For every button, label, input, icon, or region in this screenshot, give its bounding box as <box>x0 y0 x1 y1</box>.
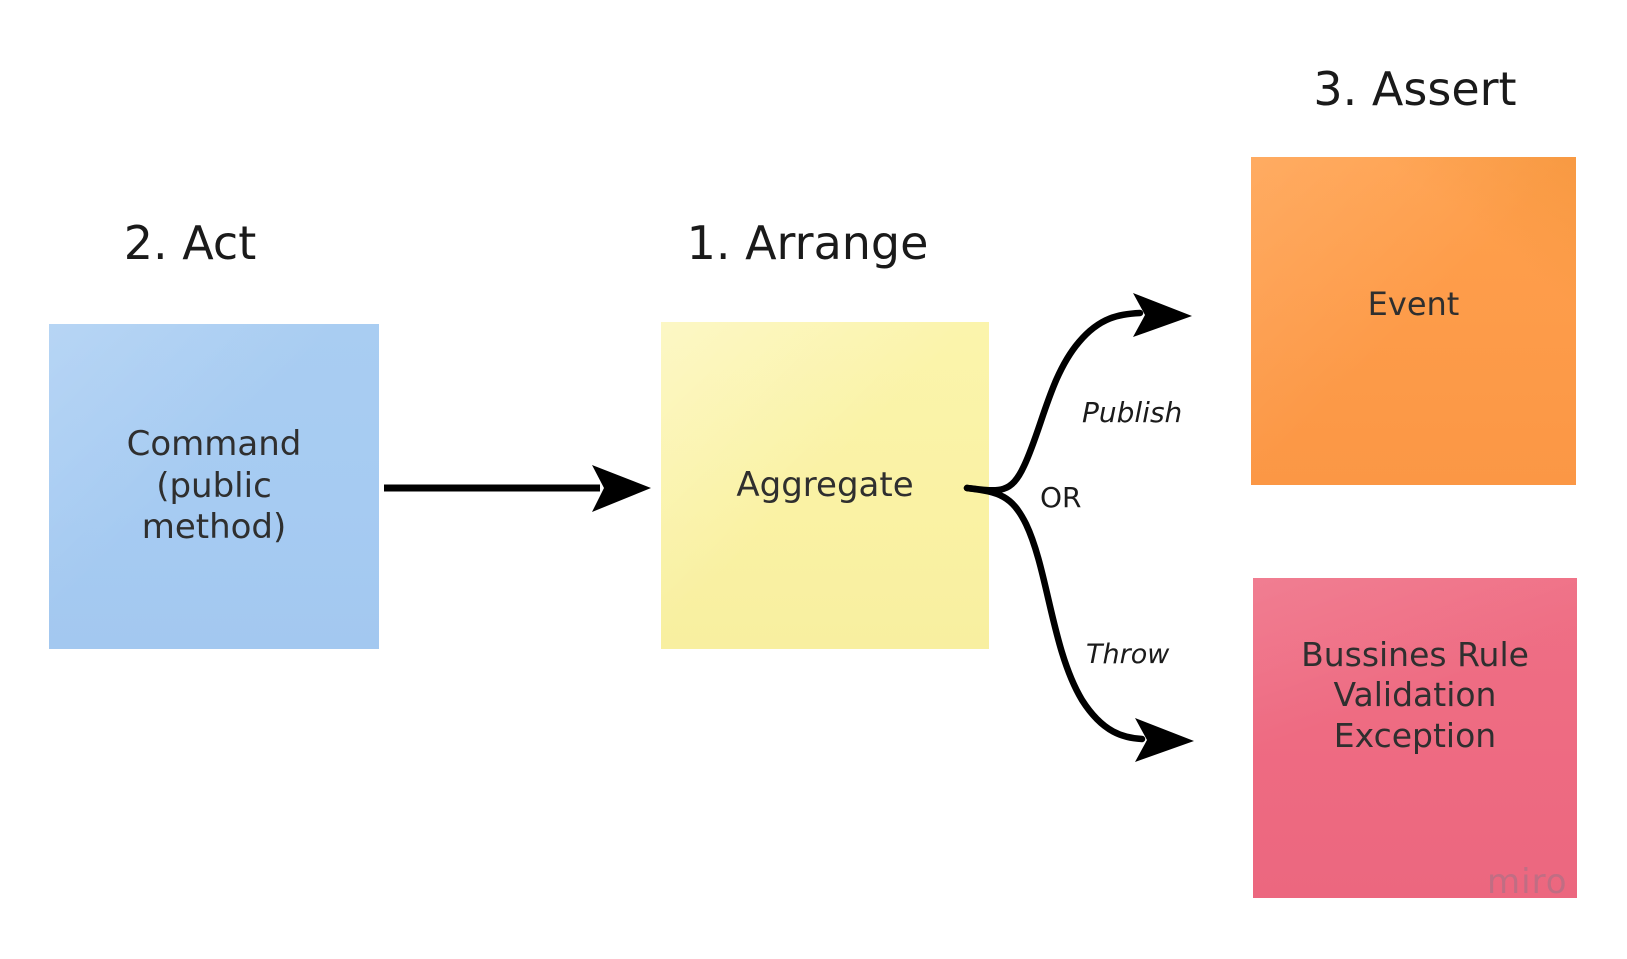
miro-watermark: miro <box>1487 862 1568 902</box>
arrow-aggregate-to-event <box>963 293 1192 494</box>
sticky-note-command-label: Command (public method) <box>126 424 302 548</box>
sticky-note-event-label: Event <box>1367 285 1460 323</box>
sticky-note-command[interactable]: Command (public method) <box>49 324 379 649</box>
sticky-note-event[interactable]: Event <box>1251 157 1576 485</box>
section-title-act: 2. Act <box>123 216 257 270</box>
section-title-assert: 3. Assert <box>1313 62 1517 116</box>
arrow-aggregate-to-exception <box>963 484 1194 762</box>
sticky-note-business-rule-validation-exception[interactable]: Bussines Rule Validation Exception <box>1253 578 1577 898</box>
sticky-note-exception-label: Bussines Rule Validation Exception <box>1301 635 1529 755</box>
sticky-note-aggregate[interactable]: Aggregate <box>661 322 989 649</box>
edge-label-publish: Publish <box>1082 396 1183 429</box>
section-title-arrange: 1. Arrange <box>686 216 929 270</box>
edge-label-throw: Throw <box>1086 639 1170 670</box>
arrow-command-to-aggregate <box>384 465 651 512</box>
edge-label-or: OR <box>1040 481 1082 514</box>
sticky-note-aggregate-label: Aggregate <box>736 464 914 505</box>
